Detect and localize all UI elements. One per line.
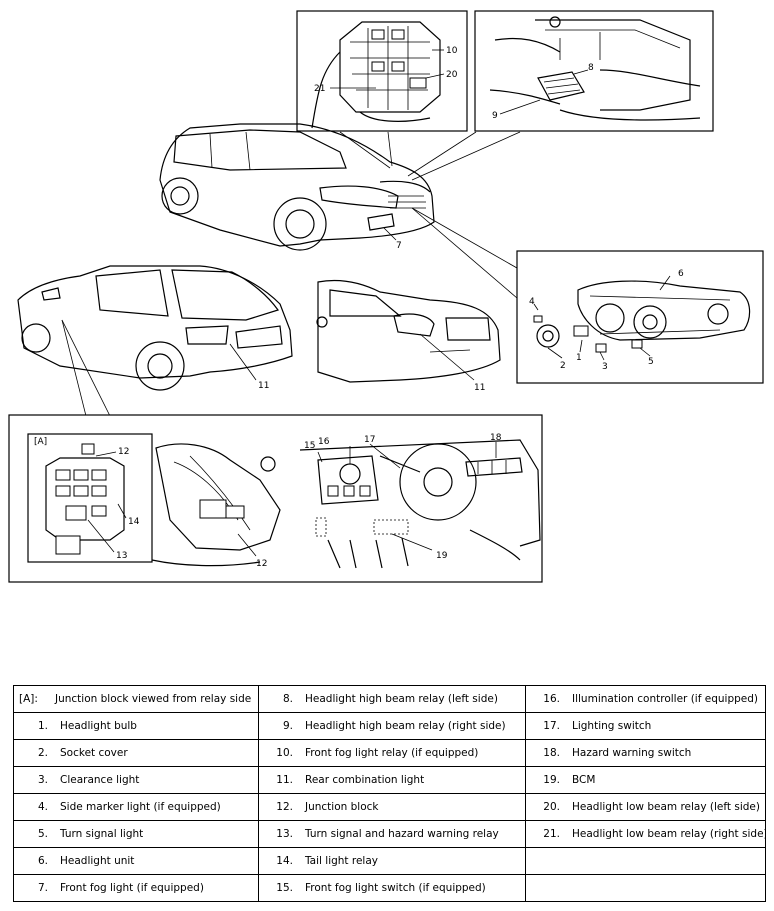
legend-cell: 18.Hazard warning switch — [525, 739, 766, 767]
callout-9: 9 — [492, 111, 498, 121]
legend-cell: 1.Headlight bulb — [13, 712, 259, 740]
legend-cell: 15.Front fog light switch (if equipped) — [258, 874, 526, 902]
table-row: 5.Turn signal light 13.Turn signal and h… — [13, 820, 766, 848]
legend-cell: 7.Front fog light (if equipped) — [13, 874, 259, 902]
callout-1: 1 — [576, 353, 582, 363]
relay-block-detail: 10 20 21 — [296, 10, 468, 132]
vehicle-rear-view: 11 — [17, 265, 293, 391]
legend-body: [A]:Junction block viewed from relay sid… — [13, 685, 766, 902]
legend-cell: 14.Tail light relay — [258, 847, 526, 875]
table-row: 7.Front fog light (if equipped) 15.Front… — [13, 874, 766, 902]
detail-a-label: [A] — [34, 437, 47, 447]
callout-5: 5 — [648, 357, 654, 367]
legend-cell-empty — [525, 874, 766, 902]
callout-21: 21 — [314, 84, 325, 94]
callout-4: 4 — [529, 297, 535, 307]
callout-8: 8 — [588, 63, 594, 73]
legend-cell: 13.Turn signal and hazard warning relay — [258, 820, 526, 848]
legend-cell: 6.Headlight unit — [13, 847, 259, 875]
table-row: [A]:Junction block viewed from relay sid… — [13, 685, 766, 713]
legend-cell: 16.Illumination controller (if equipped) — [525, 685, 766, 713]
parts-legend-table: [A]:Junction block viewed from relay sid… — [13, 685, 766, 902]
legend-cell: 8.Headlight high beam relay (left side) — [258, 685, 526, 713]
interior-detail: [A] 12 14 13 12 — [8, 414, 543, 583]
callout-15: 15 — [304, 441, 315, 451]
table-row: 3.Clearance light 11.Rear combination li… — [13, 766, 766, 794]
table-row: 6.Headlight unit 14.Tail light relay — [13, 847, 766, 875]
legend-cell: [A]:Junction block viewed from relay sid… — [13, 685, 259, 713]
legend-cell: 5.Turn signal light — [13, 820, 259, 848]
legend-cell: 19.BCM — [525, 766, 766, 794]
callout-12-detail: 12 — [118, 447, 129, 457]
callout-10: 10 — [446, 46, 458, 56]
legend-cell: 20.Headlight low beam relay (left side) — [525, 793, 766, 821]
callout-3: 3 — [602, 362, 608, 372]
callout-20: 20 — [446, 70, 458, 80]
legend-cell: 17.Lighting switch — [525, 712, 766, 740]
legend-cell: 2.Socket cover — [13, 739, 259, 767]
table-row: 2.Socket cover 10.Front fog light relay … — [13, 739, 766, 767]
detail-leader-lines — [61, 131, 521, 417]
callout-16: 16 — [318, 437, 330, 447]
legend-cell: 4.Side marker light (if equipped) — [13, 793, 259, 821]
legend-cell: 11.Rear combination light — [258, 766, 526, 794]
legend-cell: 10.Front fog light relay (if equipped) — [258, 739, 526, 767]
callout-19: 19 — [436, 551, 448, 561]
callout-18: 18 — [490, 433, 502, 443]
callout-14: 14 — [128, 517, 140, 527]
vehicle-front-view: 7 — [159, 123, 435, 251]
table-row: 1.Headlight bulb 9.Headlight high beam r… — [13, 712, 766, 740]
lighting-system-diagram: 10 20 21 8 9 7 — [8, 10, 764, 583]
callout-13: 13 — [116, 551, 127, 561]
legend-cell: 12.Junction block — [258, 793, 526, 821]
headlight-unit-detail: 6 1 2 3 4 5 — [516, 250, 764, 384]
callout-6: 6 — [678, 269, 684, 279]
legend-cell-empty — [525, 847, 766, 875]
callout-17: 17 — [364, 435, 375, 445]
legend-cell: 21.Headlight low beam relay (right side) — [525, 820, 766, 848]
vehicle-rear-sedan-view: 11 — [316, 279, 501, 393]
high-beam-relay-detail: 8 9 — [474, 10, 714, 132]
callout-11-left: 11 — [258, 381, 269, 391]
callout-2: 2 — [560, 361, 566, 371]
legend-cell: 9.Headlight high beam relay (right side) — [258, 712, 526, 740]
callout-7: 7 — [396, 241, 402, 251]
table-row: 4.Side marker light (if equipped) 12.Jun… — [13, 793, 766, 821]
callout-12-main: 12 — [256, 559, 267, 569]
callout-11-right: 11 — [474, 383, 485, 393]
legend-cell: 3.Clearance light — [13, 766, 259, 794]
